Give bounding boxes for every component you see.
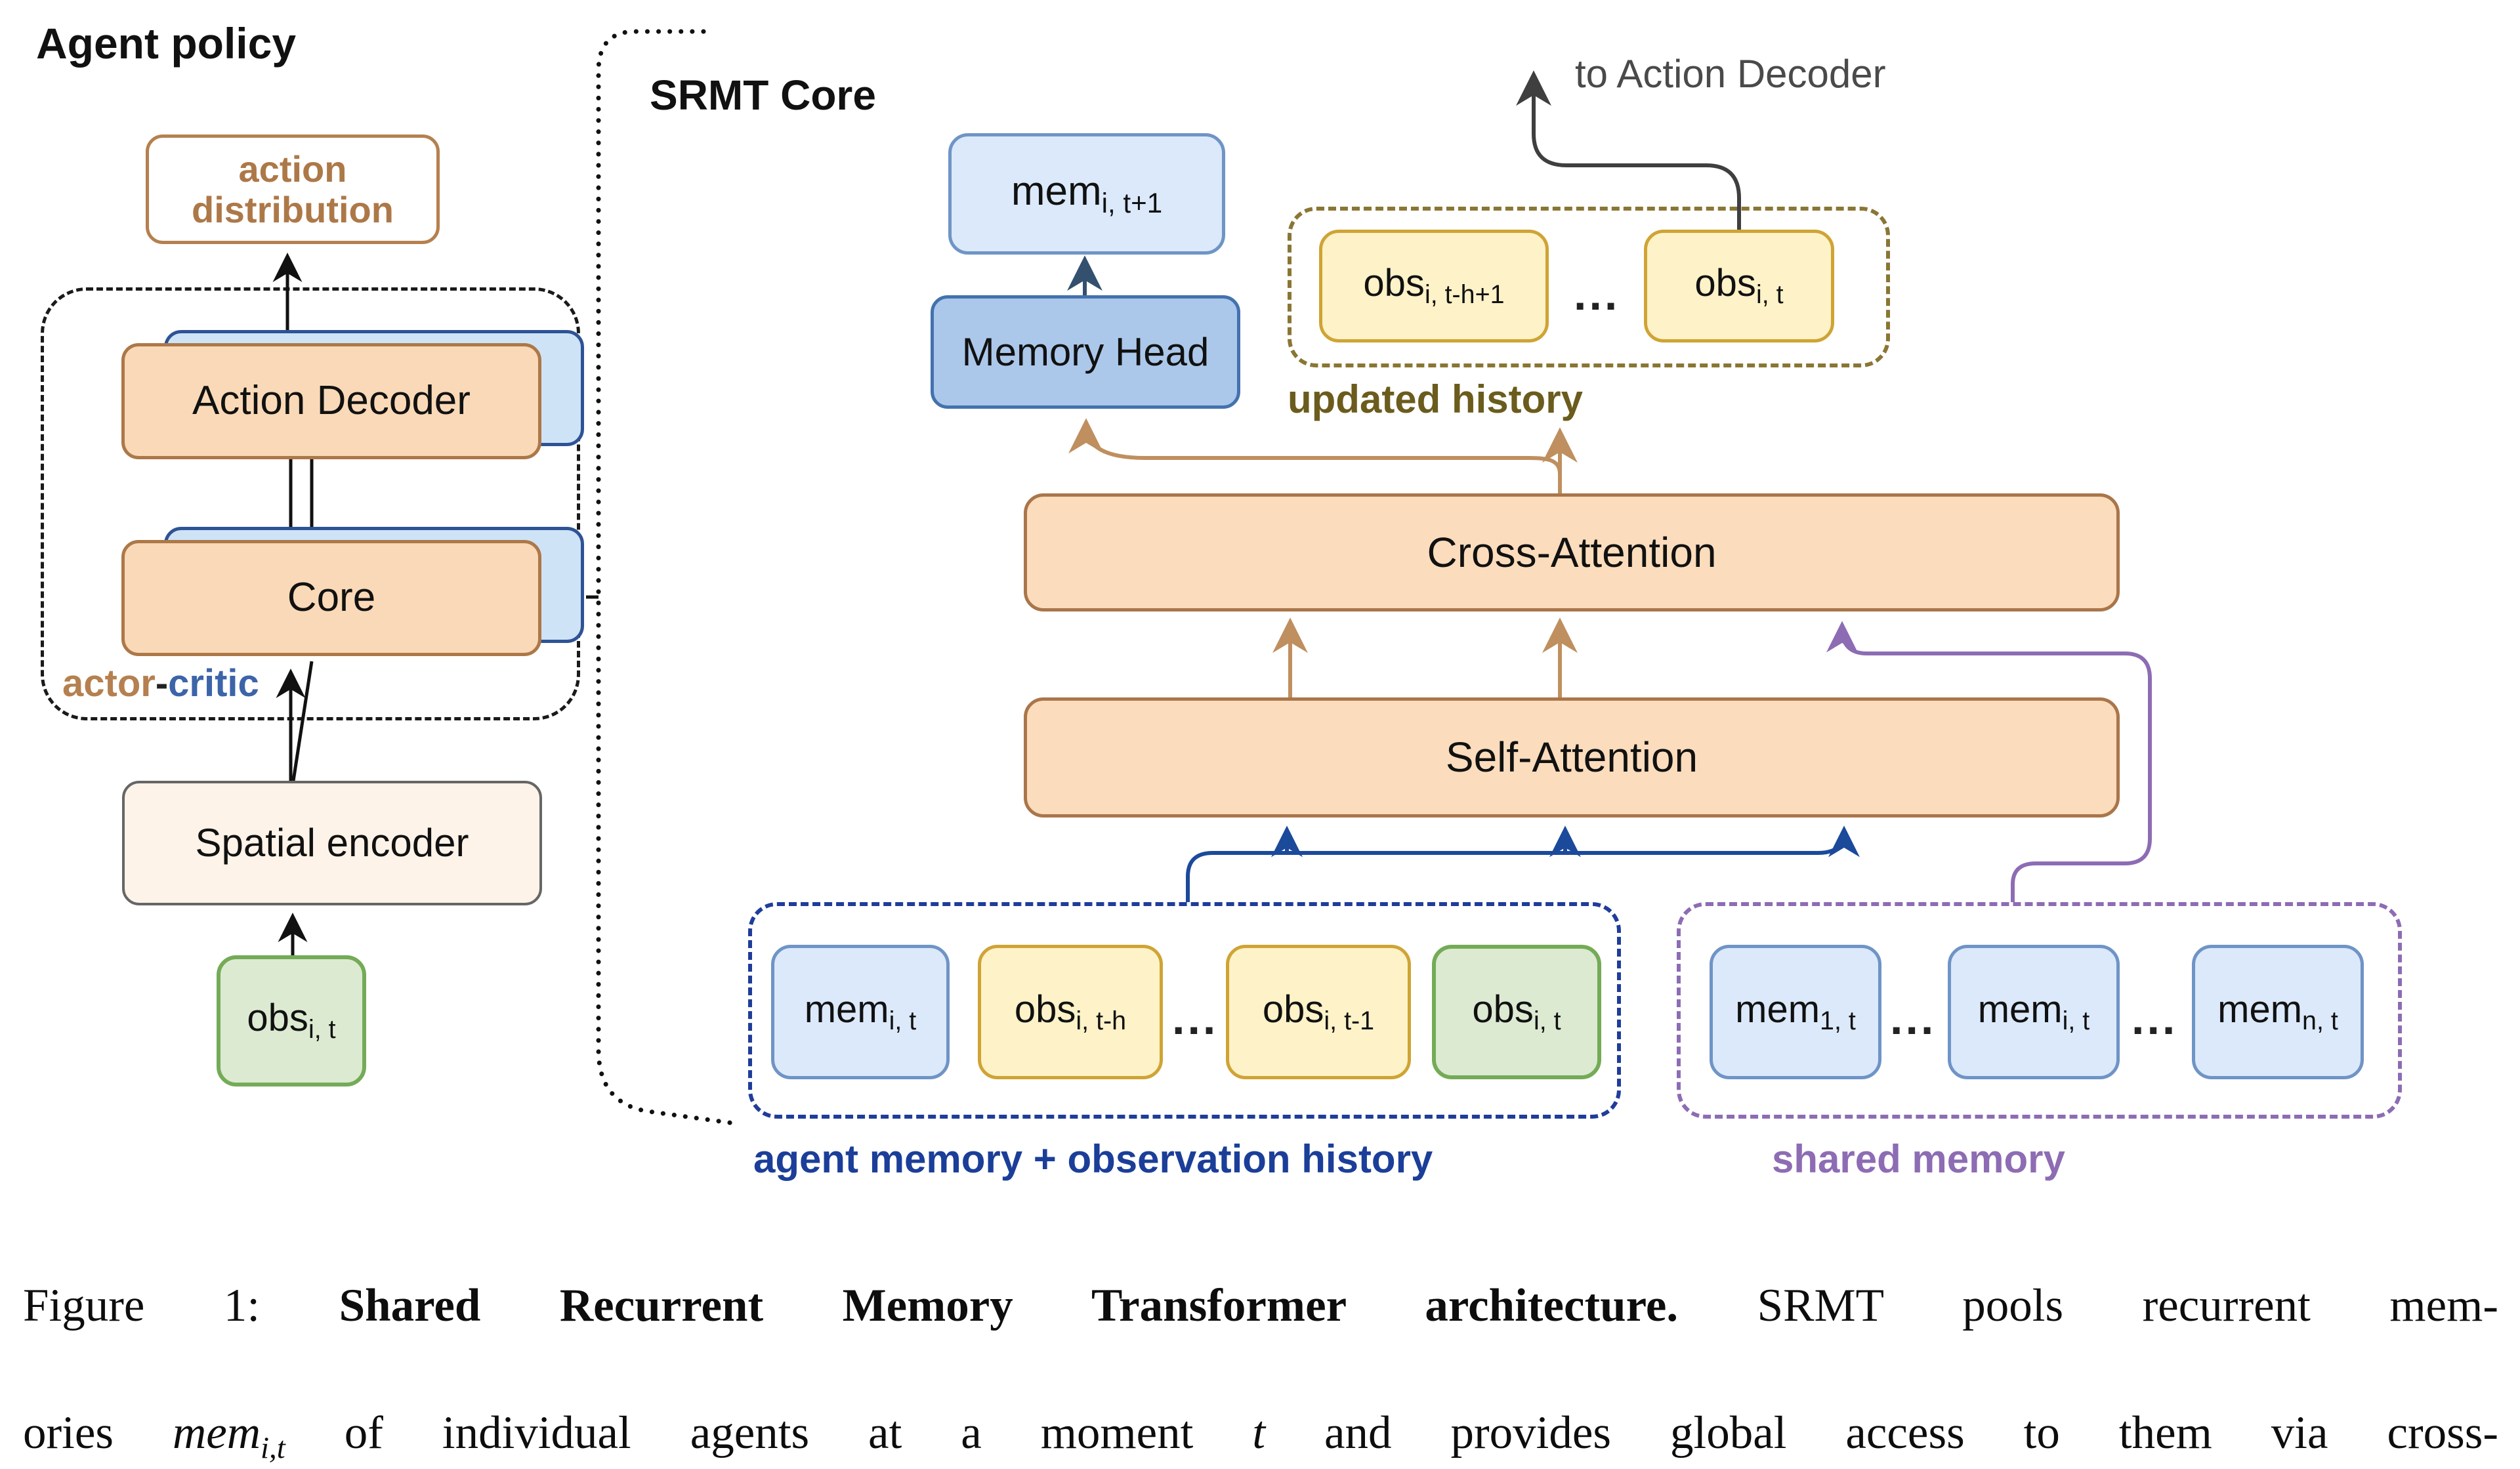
wire-sharedmemory-to-cross [1826,621,2152,902]
agent-memory-box-mem: memi, t [771,945,950,1079]
updated-history-box-1-label: obsi, t [1694,262,1784,310]
core-box: Core [121,540,541,656]
actor-critic-dash: - [155,662,169,705]
arrow-cross-to-memoryhead [1068,418,1562,474]
updated-history-box-0: obsi, t-h+1 [1319,230,1549,342]
shared-memory-box-i: memi, t [1948,945,2120,1079]
mem-next-box: memi, t+1 [948,133,1225,255]
srmt-core-bracket [596,29,736,1126]
self-attention-label: Self-Attention [1445,734,1698,781]
agent-memory-box-obs-prev-label: obsi, t-1 [1262,987,1375,1035]
mem-next-label: memi, t+1 [1011,168,1163,218]
agent-policy-title: Agent policy [36,19,297,68]
shared-memory-dots-1: ... [1890,993,1937,1044]
memory-head-box: Memory Head [931,295,1240,409]
spatial-encoder-label: Spatial encoder [195,821,469,865]
agent-memory-group [748,902,1621,1119]
to-action-decoder-label: to Action Decoder [1575,52,1886,96]
action-distribution-line1: action [238,148,347,190]
action-distribution-line2: distribution [192,188,394,230]
caption-line-1: Figure 1: Shared Recurrent Memory Transf… [23,1280,2498,1331]
caption-math-t: t [1252,1407,1266,1459]
updated-history-box-0-label: obsi, t-h+1 [1363,262,1505,310]
shared-memory-label: shared memory [1772,1137,2065,1181]
agent-memory-box-mem-label: memi, t [804,987,917,1035]
shared-memory-group [1677,902,2402,1119]
updated-history-dots: ... [1574,268,1620,320]
updated-history-group [1288,207,1890,367]
caption-line-2: ories memi,t of individual agents at a m… [23,1407,2499,1465]
srmt-core-title: SRMT Core [650,72,876,119]
shared-memory-box-i-label: memi, t [1977,987,2090,1035]
wire-agentmemory-to-self [1186,825,1860,902]
shared-memory-box-1-label: mem1, t [1735,987,1856,1035]
memory-head-label: Memory Head [961,329,1209,374]
actor-critic-label: actor-critic [62,661,259,705]
spatial-encoder-box: Spatial encoder [122,781,542,905]
action-decoder-box: Action Decoder [121,343,541,459]
figure-caption: Figure 1: Shared Recurrent Memory Transf… [23,1274,2498,1469]
critic-label: critic [168,662,259,705]
cross-attention-bar: Cross-Attention [1024,493,2120,611]
link-encoder-core-angled [291,661,314,781]
agent-memory-label: agent memory + observation history [753,1137,1433,1181]
caption-math-mem: memi,t [172,1407,285,1465]
caption-bold-title: Shared Recurrent Memory Transformer arch… [339,1280,1679,1331]
updated-history-box-1: obsi, t [1644,230,1834,342]
shared-memory-box-n-label: memn, t [2217,987,2338,1035]
obs-input-box: obsi, t [217,955,366,1086]
shared-memory-box-n: memn, t [2192,945,2364,1079]
self-attention-bar: Self-Attention [1024,697,2120,817]
agent-memory-dots: ... [1172,993,1219,1044]
core-label: Core [287,575,376,621]
action-distribution-box: action distribution [146,134,440,244]
updated-history-label: updated history [1288,377,1584,421]
actor-label: actor [62,662,156,705]
agent-memory-box-obs-now-label: obsi, t [1472,987,1561,1035]
arrow-obs-to-action-decoder [1516,70,1741,230]
shared-memory-box-1: mem1, t [1710,945,1881,1079]
actor-critic-group [41,287,580,720]
agent-memory-box-obs-old-label: obsi, t-h [1014,987,1127,1035]
agent-memory-box-obs-prev: obsi, t-1 [1226,945,1411,1079]
obs-input-label: obsi, t [247,997,336,1045]
action-decoder-label: Action Decoder [192,378,471,424]
shared-memory-dots-2: ... [2132,993,2178,1044]
cross-attention-label: Cross-Attention [1427,528,1717,576]
agent-memory-box-obs-old: obsi, t-h [978,945,1163,1079]
agent-memory-box-obs-now: obsi, t [1432,945,1601,1079]
